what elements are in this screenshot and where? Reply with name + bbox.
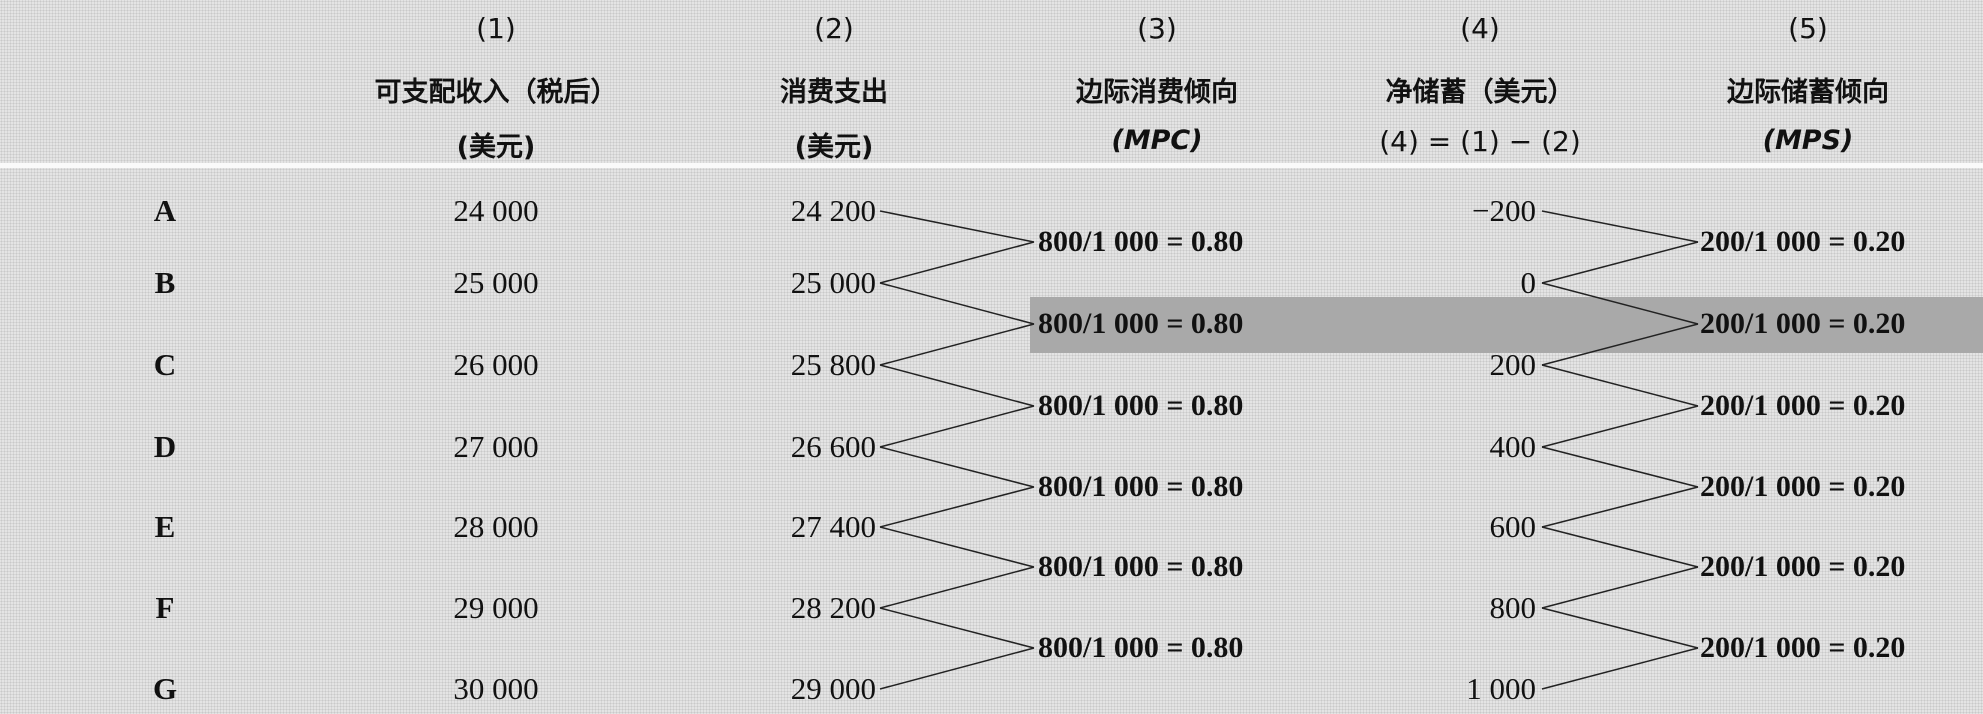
mpc-value: 800/1 000 = 0.80: [1038, 389, 1244, 422]
income-cell: 25 000: [453, 265, 539, 300]
mps-connectors: [1541, 210, 1699, 690]
mps-connector-line: [1541, 607, 1699, 649]
highlight-band: [1030, 297, 1983, 353]
mpc-value: 800/1 000 = 0.80: [1038, 307, 1244, 340]
mps-connector-line: [1541, 323, 1699, 366]
mpc-connector-line: [879, 210, 1035, 243]
row-label: A: [153, 193, 177, 228]
mpc-connector-line: [879, 647, 1035, 690]
mps-value: 200/1 000 = 0.20: [1700, 225, 1906, 258]
mpc-connector-line: [879, 364, 1035, 407]
col3-title: 边际消费倾向: [1076, 77, 1238, 108]
row-label: G: [152, 671, 178, 706]
mps-connector-line: [1541, 364, 1699, 407]
mpc-connector-line: [879, 282, 1035, 325]
col4-title: 净储蓄（美元）: [1385, 77, 1575, 108]
consumption-cell: 26 600: [790, 429, 876, 464]
col4-number: (4): [1460, 12, 1500, 45]
col5-title: 边际储蓄倾向: [1727, 77, 1889, 108]
income-cell: 29 000: [453, 590, 539, 625]
mpc-value: 800/1 000 = 0.80: [1038, 470, 1244, 503]
mpc-connector-line: [879, 566, 1035, 609]
consumption-cell: 24 200: [790, 193, 876, 228]
mps-connector-line: [1541, 566, 1699, 609]
mpc-connector-line: [879, 241, 1035, 284]
income-cell: 28 000: [453, 509, 539, 544]
saving-cell: 800: [1489, 590, 1537, 625]
row-label: F: [155, 590, 175, 625]
mps-value: 200/1 000 = 0.20: [1700, 550, 1906, 583]
income-cell: 30 000: [453, 671, 539, 706]
income-cell: 24 000: [453, 193, 539, 228]
saving-cell: −200: [1472, 193, 1536, 228]
mpc-connector-line: [879, 607, 1035, 649]
consumption-cell: 27 400: [790, 509, 876, 544]
mpc-connector-line: [879, 486, 1035, 528]
col2-number: (2): [814, 12, 854, 45]
mps-value: 200/1 000 = 0.20: [1700, 307, 1906, 340]
col3-number: (3): [1137, 12, 1177, 45]
mps-connector-line: [1541, 446, 1699, 488]
mps-connector-line: [1541, 526, 1699, 568]
consumption-cell: 28 200: [790, 590, 876, 625]
mps-connector-line: [1541, 405, 1699, 448]
mps-value: 200/1 000 = 0.20: [1700, 389, 1906, 422]
mps-value: 200/1 000 = 0.20: [1700, 470, 1906, 503]
col5-number: (5): [1788, 12, 1828, 45]
mps-connector-line: [1541, 486, 1699, 528]
mpc-value: 800/1 000 = 0.80: [1038, 550, 1244, 583]
consumption-cell: 25 800: [790, 347, 876, 382]
header-divider: [0, 163, 1983, 168]
saving-cell: 200: [1489, 347, 1537, 382]
income-cell: 26 000: [453, 347, 539, 382]
mpc-connectors: [879, 210, 1035, 690]
income-cell: 27 000: [453, 429, 539, 464]
consumption-cell: 29 000: [790, 671, 876, 706]
col1-number: (1): [476, 12, 516, 45]
mpc-connector-line: [879, 446, 1035, 488]
saving-cell: 0: [1520, 265, 1537, 300]
row-label: E: [154, 509, 176, 544]
col2-title: 消费支出: [780, 77, 888, 108]
row-label: B: [154, 265, 176, 300]
col3-unit: (MPC): [1111, 125, 1203, 156]
row-label: C: [153, 347, 177, 382]
mpc-connector-line: [879, 323, 1035, 366]
saving-cell: 400: [1489, 429, 1537, 464]
mps-connector-line: [1541, 241, 1699, 284]
col1-title: 可支配收入（税后）: [374, 77, 618, 108]
consumption-cell: 25 000: [790, 265, 876, 300]
mps-connector-line: [1541, 647, 1699, 690]
col5-unit: (MPS): [1762, 125, 1854, 156]
mps-connector-line: [1541, 282, 1699, 325]
col1-unit: (美元): [456, 132, 536, 163]
col2-unit: (美元): [794, 132, 874, 163]
mpc-value: 800/1 000 = 0.80: [1038, 225, 1244, 258]
row-label: D: [153, 429, 177, 464]
saving-cell: 600: [1489, 509, 1537, 544]
mpc-value: 800/1 000 = 0.80: [1038, 631, 1244, 664]
mps-value: 200/1 000 = 0.20: [1700, 631, 1906, 664]
mpc-connector-line: [879, 526, 1035, 568]
mpc-connector-line: [879, 405, 1035, 448]
saving-cell: 1 000: [1466, 671, 1536, 706]
col4-formula: (4) = (1) − (2): [1379, 125, 1581, 158]
mps-connector-line: [1541, 210, 1699, 243]
